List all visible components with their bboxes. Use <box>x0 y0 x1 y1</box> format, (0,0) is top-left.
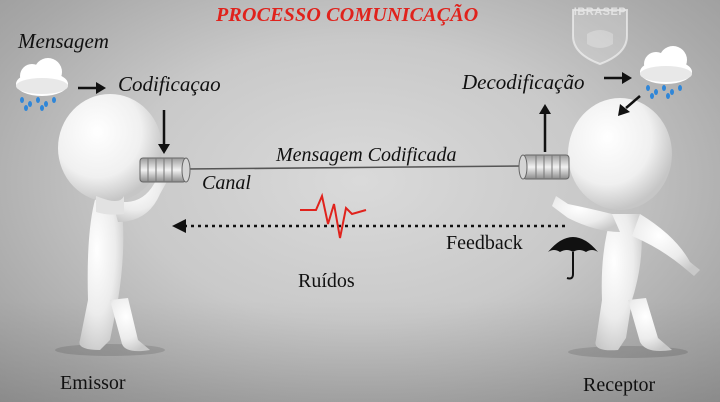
tin-can-phone-icon <box>139 157 191 183</box>
page-title: PROCESSO COMUNICAÇÃO <box>216 4 479 26</box>
label-emissor: Emissor <box>60 372 126 394</box>
shield-icon <box>572 9 628 66</box>
arrow-right-icon <box>78 82 106 94</box>
label-receptor: Receptor <box>583 374 656 396</box>
arrow-up-icon <box>539 104 551 152</box>
arrow-down-left-icon <box>618 95 641 116</box>
noise-wave-icon <box>300 192 367 239</box>
label-mensagem: Mensagem <box>18 29 109 53</box>
arrow-right-icon <box>604 72 632 84</box>
umbrella-icon <box>548 237 598 280</box>
string-channel <box>184 165 524 170</box>
label-feedback: Feedback <box>446 232 523 254</box>
label-ruidos: Ruídos <box>298 270 355 292</box>
arrow-down-icon <box>158 110 170 154</box>
watermark-text: IBRASEP <box>573 6 627 18</box>
rain-cloud-icon <box>16 58 68 111</box>
label-mensagem-codificada: Mensagem Codificada <box>276 144 457 166</box>
sender-figure <box>55 94 170 356</box>
tin-can-phone-icon <box>518 154 570 180</box>
label-codificacao: Codificaçao <box>118 72 221 96</box>
receiver-figure <box>552 98 700 358</box>
rain-cloud-icon <box>640 46 692 99</box>
label-decodificacao: Decodificação <box>462 70 585 94</box>
label-canal: Canal <box>202 172 251 194</box>
ibrasep-watermark: IBRASEP <box>567 4 633 66</box>
flow-arrows <box>78 72 641 154</box>
feedback-arrow <box>172 219 565 233</box>
